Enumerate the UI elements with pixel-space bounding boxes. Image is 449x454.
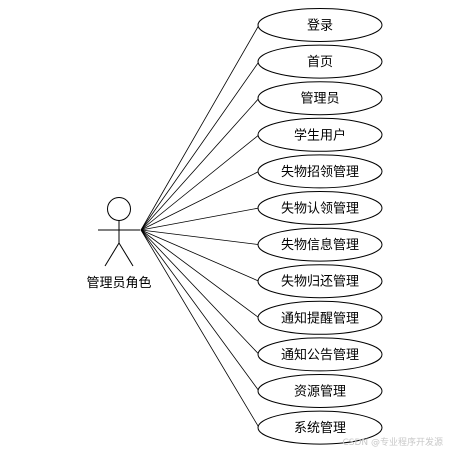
association-line [140,134,260,231]
use-case-label: 系统管理 [294,421,346,436]
actor-head [107,197,131,221]
use-case: 失物归还管理 [257,264,383,299]
use-case-ellipse [257,374,383,408]
use-case-label: 失物认领管理 [281,202,359,217]
use-case-ellipse [257,337,383,372]
use-case-ellipse [257,117,383,152]
use-case-label: 失物归还管理 [281,275,359,290]
use-case-label: 登录 [307,19,333,34]
use-case-ellipse [257,8,383,42]
actor-label: 管理员角色 [86,275,151,291]
use-case: 通知提醒管理 [257,300,383,335]
use-case-label: 首页 [307,55,333,70]
association-line [140,171,260,231]
actor-left-leg [104,242,120,267]
association-line [140,229,260,319]
association-line [140,229,260,428]
use-case: 学生用户 [257,117,383,152]
use-case-label: 失物招领管理 [281,165,359,180]
watermark-text: CSDN @专业程序开发源 [342,438,443,448]
use-case: 系统管理 [257,410,383,445]
use-case-ellipse [257,264,383,299]
association-line [140,24,260,231]
use-case: 通知公告管理 [257,337,383,372]
use-case-ellipse [257,191,383,225]
use-case-list: 登录首页管理员学生用户失物招领管理失物认领管理失物信息管理失物归还管理通知提醒管… [257,8,383,445]
use-case-ellipse [257,81,383,116]
use-case-label: 通知提醒管理 [281,310,359,326]
use-case: 管理员 [257,81,383,116]
association-line [140,229,260,392]
use-case-ellipse [257,44,383,79]
association-line [140,229,260,245]
use-case-label: 通知公告管理 [281,347,359,363]
use-case-ellipse [257,300,383,335]
use-case: 首页 [257,44,383,79]
use-case-label: 失物信息管理 [281,237,359,253]
use-case-label: 管理员 [300,92,339,107]
association-line [140,97,260,231]
association-line [140,229,260,355]
actor-right-leg [118,242,134,267]
association-line [140,207,260,231]
use-case-ellipse [257,410,383,445]
use-case-ellipse [257,154,383,189]
use-case-ellipse [257,227,383,262]
use-case: 失物招领管理 [257,154,383,189]
use-case-label: 资源管理 [294,385,346,400]
use-case-label: 学生用户 [294,127,346,143]
actor-stick-figure [98,197,140,267]
use-case: 登录 [257,8,383,42]
association-line [140,61,260,231]
use-case: 失物认领管理 [257,191,383,225]
use-case: 资源管理 [257,374,383,408]
association-lines [140,24,260,428]
association-line [140,229,260,282]
use-case: 失物信息管理 [257,227,383,262]
